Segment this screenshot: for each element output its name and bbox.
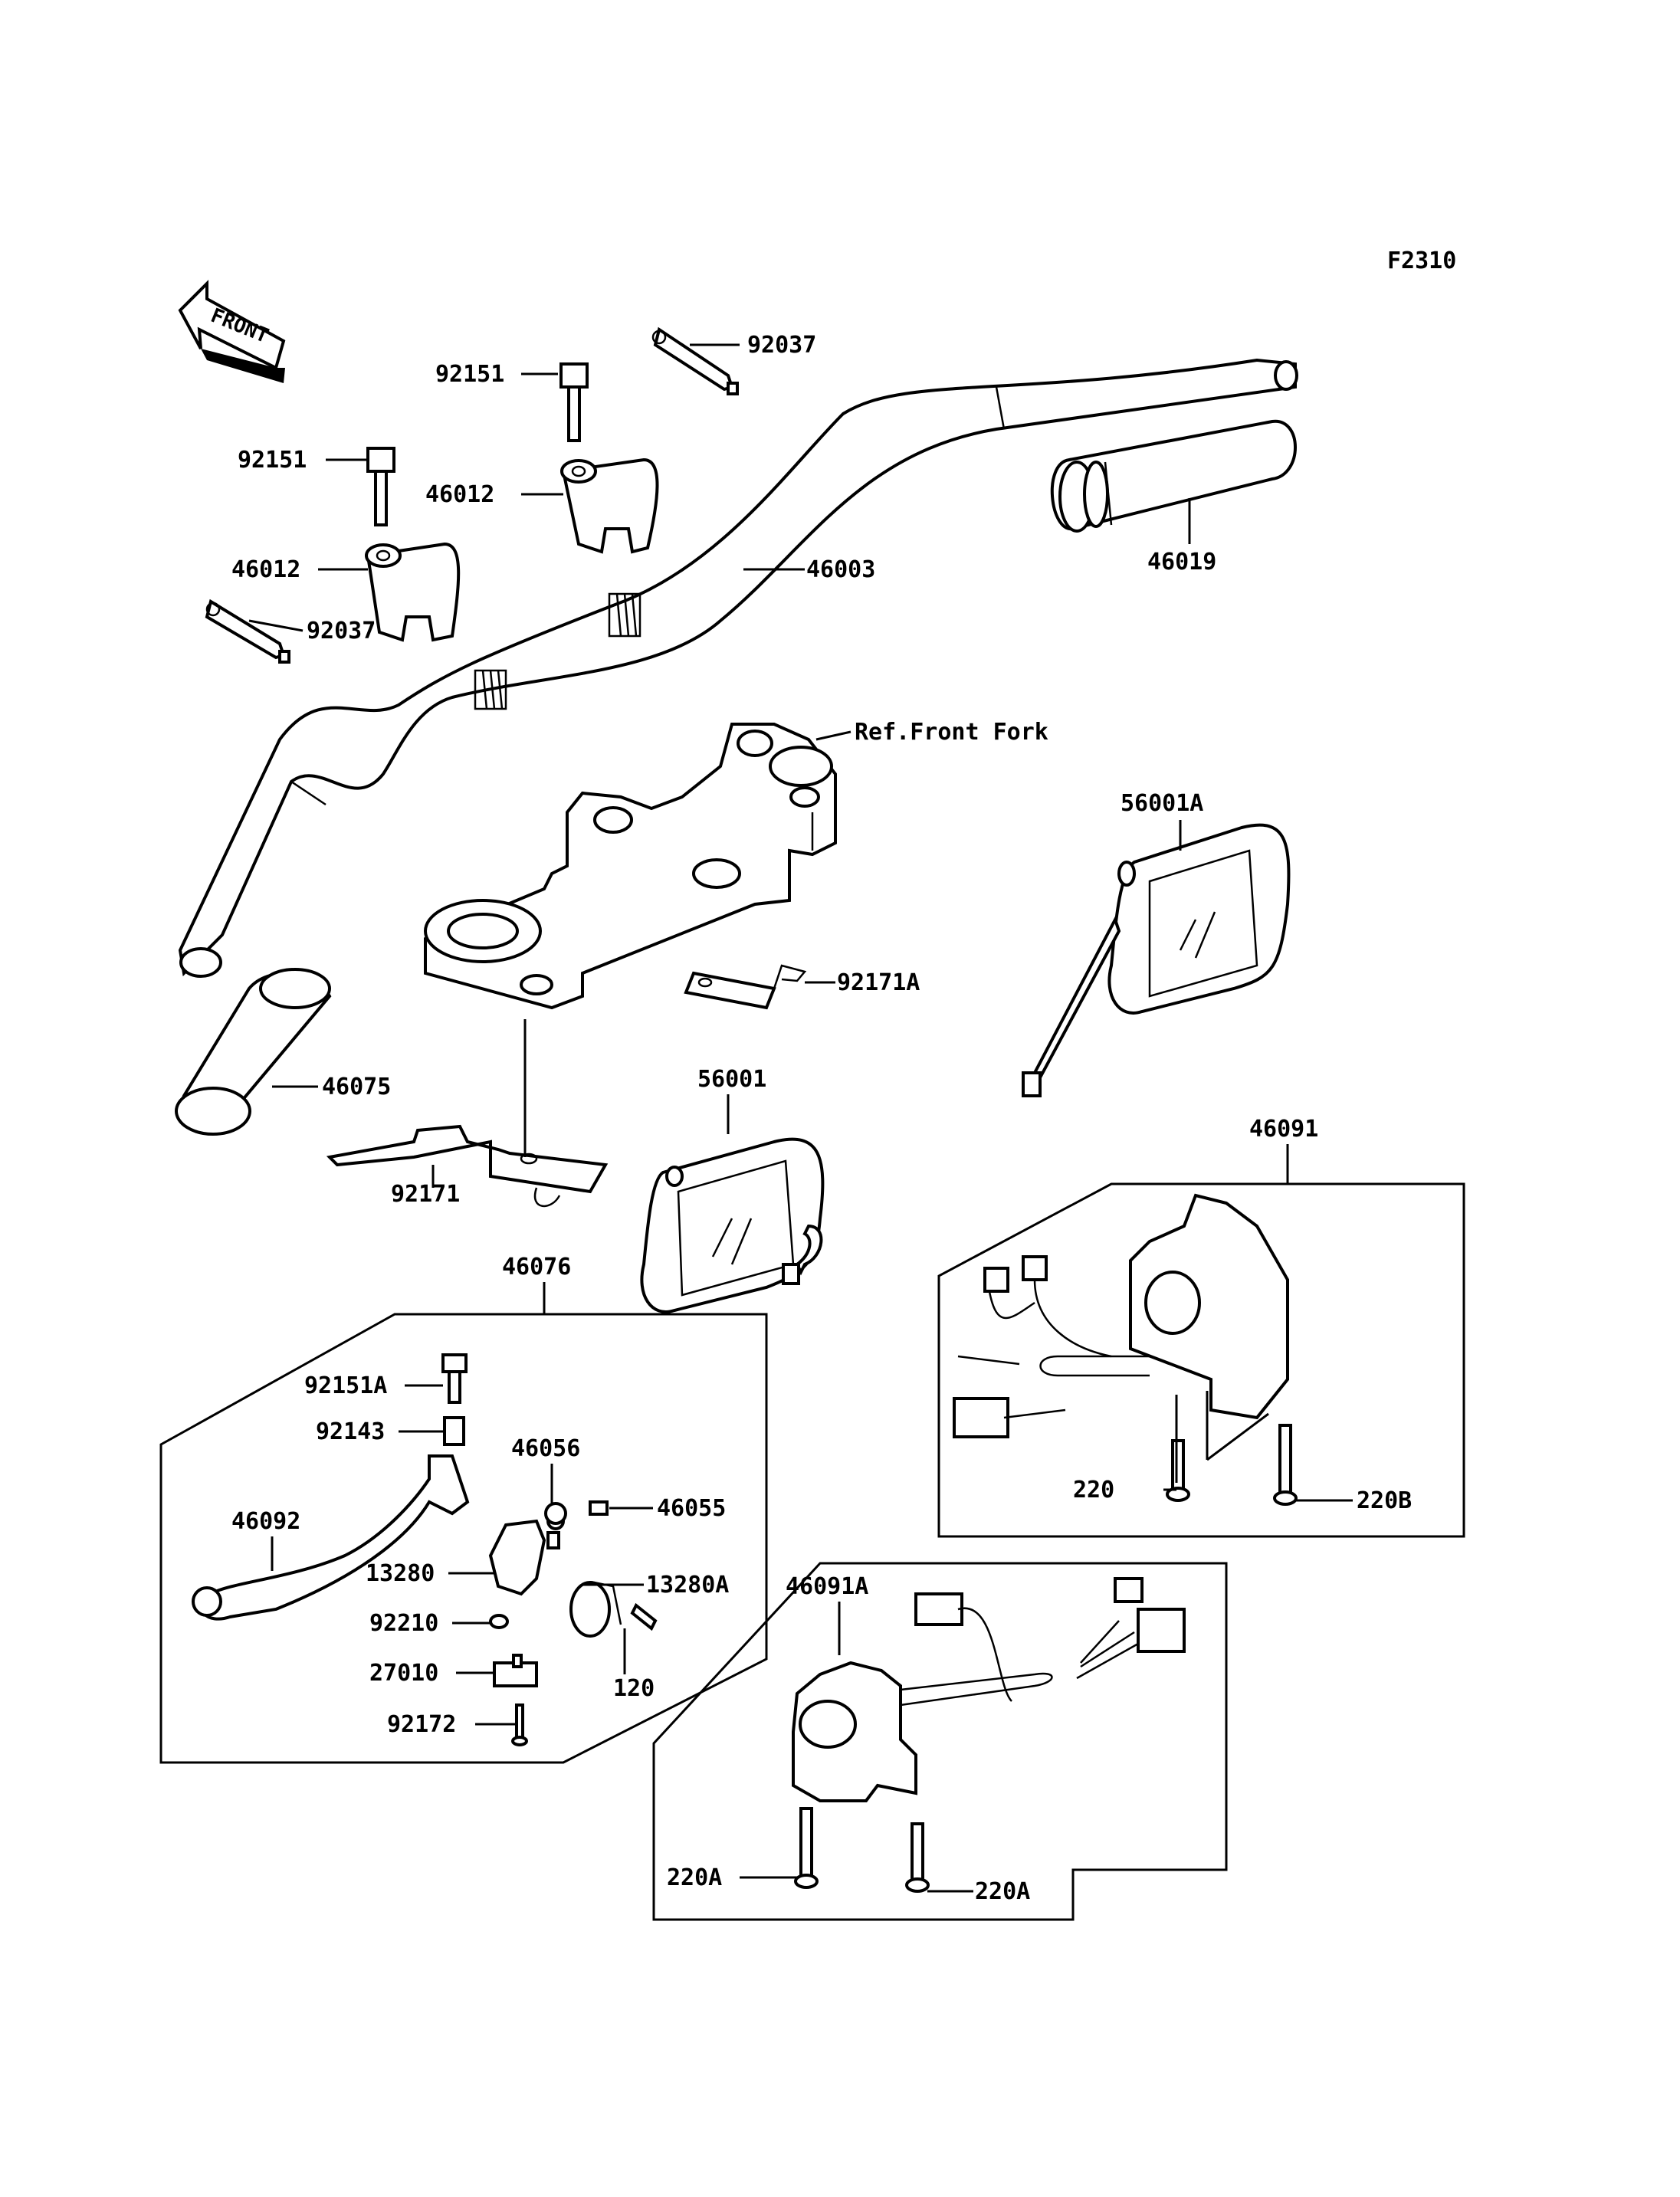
label-220: 220 — [1073, 1477, 1114, 1503]
collar-92143 — [443, 1416, 465, 1446]
label-92151A: 92151A — [304, 1372, 387, 1399]
handlebar-46003 — [178, 358, 1298, 978]
label-92172: 92172 — [387, 1711, 456, 1738]
label-13280A: 13280A — [646, 1572, 729, 1599]
label-92210: 92210 — [369, 1610, 438, 1637]
label-92037-top: 92037 — [747, 332, 816, 359]
screw-220B — [1273, 1424, 1298, 1506]
left-grip-46075 — [175, 968, 332, 1136]
label-92037-left: 92037 — [307, 618, 376, 644]
label-220A-left: 220A — [667, 1864, 722, 1891]
label-ref-front-fork: Ref.Front Fork — [855, 719, 1048, 746]
screw-220A-right — [905, 1822, 930, 1893]
clamp-92037-left — [205, 598, 290, 664]
label-46076: 46076 — [502, 1254, 571, 1280]
leader-lines — [248, 343, 1353, 1893]
label-92171: 92171 — [391, 1181, 460, 1208]
label-46091: 46091 — [1249, 1116, 1318, 1143]
bolt-92151A — [441, 1353, 468, 1404]
label-46019: 46019 — [1147, 549, 1216, 575]
switch-box-46091 — [937, 1182, 1465, 1538]
bracket-92171 — [326, 1124, 609, 1208]
bolt-92151-top — [559, 362, 589, 442]
label-92143: 92143 — [316, 1418, 385, 1445]
switch-27010 — [493, 1654, 538, 1687]
label-56001: 56001 — [697, 1066, 766, 1093]
label-92151-top: 92151 — [435, 361, 504, 388]
label-46012-top: 46012 — [425, 481, 494, 508]
holder-46012-left — [365, 542, 461, 642]
label-220A-right: 220A — [975, 1878, 1030, 1905]
front-arrow-icon: FRONT — [178, 280, 286, 383]
clamp-92037-top — [651, 326, 739, 395]
lever-box-46076 — [159, 1313, 768, 1764]
washer-46056 — [544, 1502, 567, 1525]
label-46055: 46055 — [657, 1495, 726, 1522]
label-46075: 46075 — [322, 1074, 391, 1100]
lever-46092 — [192, 1454, 470, 1621]
screw-220 — [1166, 1439, 1190, 1502]
label-92151-left: 92151 — [238, 447, 307, 474]
label-56001A: 56001A — [1121, 790, 1203, 817]
switch-46091A — [792, 1577, 1186, 1802]
label-13280: 13280 — [366, 1560, 435, 1587]
label-120: 120 — [613, 1675, 655, 1702]
mirror-56001A — [1022, 823, 1291, 1097]
label-92171A: 92171A — [837, 969, 920, 996]
label-46056: 46056 — [511, 1435, 580, 1462]
screw-46055 — [589, 1500, 609, 1516]
switch-holder-13280A — [569, 1581, 622, 1638]
throttle-grip-46019 — [1050, 419, 1297, 533]
upper-triple-clamp — [424, 723, 837, 1010]
switch-box-46091A — [652, 1562, 1228, 1921]
label-46092: 46092 — [231, 1508, 300, 1535]
knurl-mark-icon — [474, 669, 507, 710]
nut-92210 — [489, 1614, 509, 1629]
screw-220A-left — [794, 1807, 819, 1889]
label-46003: 46003 — [806, 556, 875, 583]
screw-120 — [630, 1602, 658, 1631]
bracket-92171A — [684, 964, 807, 1010]
screw-92172 — [511, 1703, 528, 1746]
label-46091A: 46091A — [786, 1573, 868, 1600]
holder-46012-top — [560, 457, 659, 554]
label-220B: 220B — [1357, 1487, 1412, 1514]
switch-holder-13280 — [488, 1512, 565, 1596]
label-46012-left: 46012 — [231, 556, 300, 583]
figure-code: F2310 — [1387, 248, 1456, 274]
bolt-92151-left — [366, 447, 395, 526]
label-27010: 27010 — [369, 1660, 438, 1687]
knurl-mark-icon — [608, 592, 641, 638]
switch-46091 — [953, 1193, 1289, 1438]
mirror-56001 — [640, 1137, 825, 1313]
